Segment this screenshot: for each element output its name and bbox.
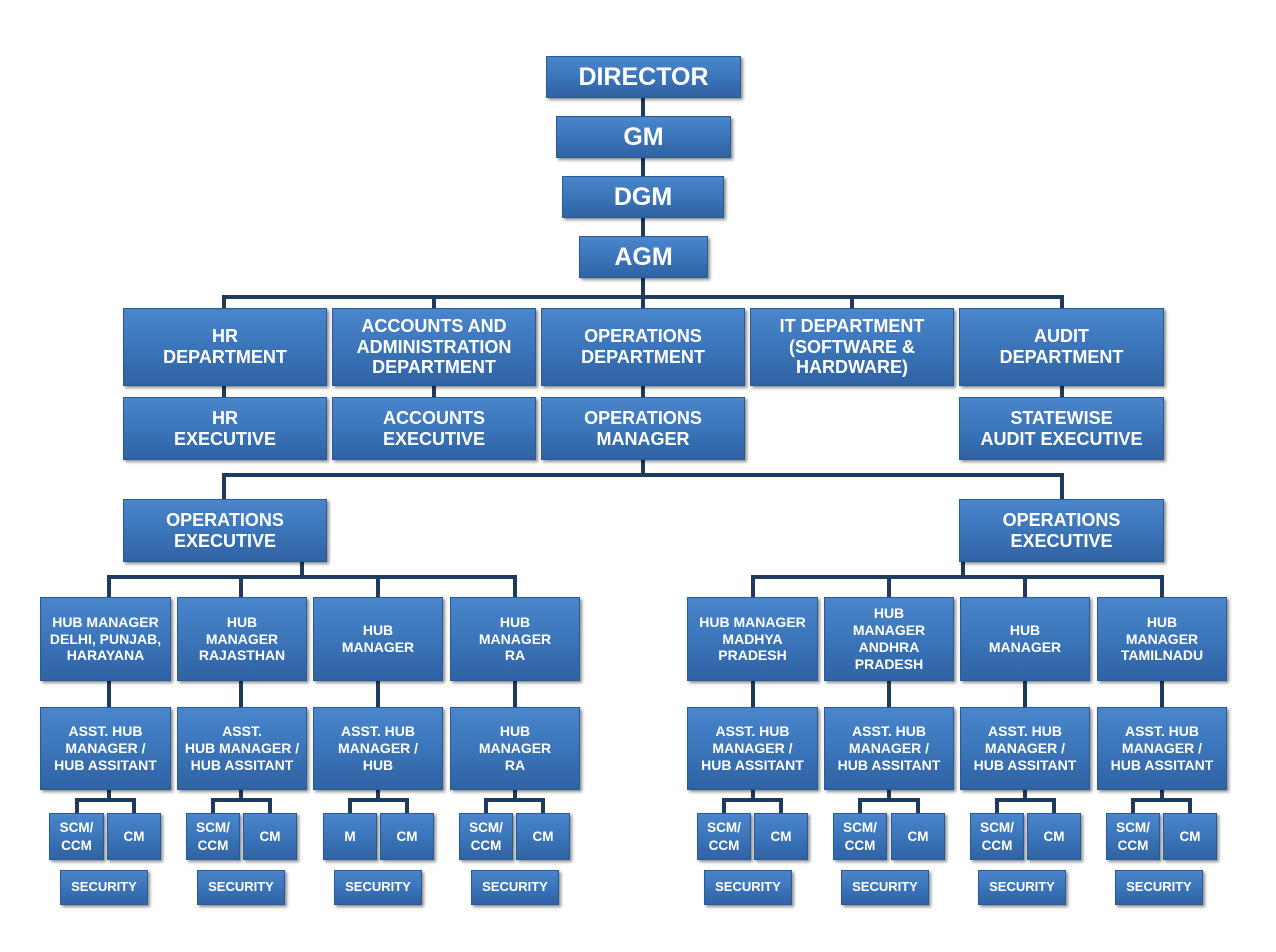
security-box: SECURITY xyxy=(60,870,148,905)
operations-department-box: OPERATIONS DEPARTMENT xyxy=(541,308,745,386)
hub-manager-box: HUB MANAGER MADHYA PRADESH xyxy=(687,597,818,681)
scm-ccm-box: SCM/ CCM xyxy=(697,813,751,860)
cm-box: CM xyxy=(1163,813,1217,860)
director-box: DIRECTOR xyxy=(546,56,741,98)
hub-manager-box: HUB MANAGER TAMILNADU xyxy=(1097,597,1227,681)
hub-manager-box: HUB MANAGER xyxy=(313,597,443,681)
security-box: SECURITY xyxy=(978,870,1066,905)
assistant-hub-manager-box: ASST. HUB MANAGER / HUB ASSITANT xyxy=(960,707,1090,790)
scm-ccm-box: SCM/ CCM xyxy=(186,813,240,860)
cm-box: CM xyxy=(516,813,570,860)
scm-ccm-box: SCM/ CCM xyxy=(970,813,1024,860)
statewise-audit-executive-box: STATEWISE AUDIT EXECUTIVE xyxy=(959,397,1164,460)
audit-department-box: AUDIT DEPARTMENT xyxy=(959,308,1164,386)
m-box: M xyxy=(323,813,377,860)
scm-ccm-box: SCM/ CCM xyxy=(833,813,887,860)
assistant-hub-manager-box: ASST. HUB MANAGER / HUB ASSITANT xyxy=(40,707,171,790)
cm-box: CM xyxy=(754,813,808,860)
security-box: SECURITY xyxy=(1115,870,1203,905)
hub-manager-box: HUB MANAGER ANDHRA PRADESH xyxy=(824,597,954,681)
gm-box: GM xyxy=(556,116,731,158)
operations-manager-box: OPERATIONS MANAGER xyxy=(541,397,745,460)
hub-manager-box: HUB MANAGER DELHI, PUNJAB, HARAYANA xyxy=(40,597,171,681)
operations-executive-left-box: OPERATIONS EXECUTIVE xyxy=(123,499,327,562)
assistant-hub-manager-box: HUB MANAGER RA xyxy=(450,707,580,790)
assistant-hub-manager-box: ASST. HUB MANAGER / HUB ASSITANT xyxy=(177,707,307,790)
operations-executive-right-box: OPERATIONS EXECUTIVE xyxy=(959,499,1164,562)
assistant-hub-manager-box: ASST. HUB MANAGER / HUB ASSITANT xyxy=(1097,707,1227,790)
cm-box: CM xyxy=(891,813,945,860)
assistant-hub-manager-box: ASST. HUB MANAGER / HUB ASSITANT xyxy=(824,707,954,790)
hub-manager-box: HUB MANAGER RAJASTHAN xyxy=(177,597,307,681)
accounts-executive-box: ACCOUNTS EXECUTIVE xyxy=(332,397,536,460)
dgm-box: DGM xyxy=(562,176,724,218)
scm-ccm-box: SCM/ CCM xyxy=(49,813,104,860)
security-box: SECURITY xyxy=(704,870,792,905)
assistant-hub-manager-box: ASST. HUB MANAGER / HUB ASSITANT xyxy=(687,707,818,790)
cm-box: CM xyxy=(243,813,297,860)
agm-box: AGM xyxy=(579,236,708,278)
assistant-hub-manager-box: ASST. HUB MANAGER / HUB xyxy=(313,707,443,790)
hr-department-box: HR DEPARTMENT xyxy=(123,308,327,386)
hub-manager-box: HUB MANAGER xyxy=(960,597,1090,681)
hub-manager-box: HUB MANAGER RA xyxy=(450,597,580,681)
security-box: SECURITY xyxy=(471,870,559,905)
scm-ccm-box: SCM/ CCM xyxy=(1106,813,1160,860)
cm-box: CM xyxy=(107,813,161,860)
cm-box: CM xyxy=(380,813,434,860)
security-box: SECURITY xyxy=(841,870,929,905)
it-department-box: IT DEPARTMENT (SOFTWARE & HARDWARE) xyxy=(750,308,954,386)
accounts-administration-department-box: ACCOUNTS AND ADMINISTRATION DEPARTMENT xyxy=(332,308,536,386)
scm-ccm-box: SCM/ CCM xyxy=(459,813,513,860)
hr-executive-box: HR EXECUTIVE xyxy=(123,397,327,460)
security-box: SECURITY xyxy=(197,870,285,905)
security-box: SECURITY xyxy=(334,870,422,905)
cm-box: CM xyxy=(1027,813,1081,860)
